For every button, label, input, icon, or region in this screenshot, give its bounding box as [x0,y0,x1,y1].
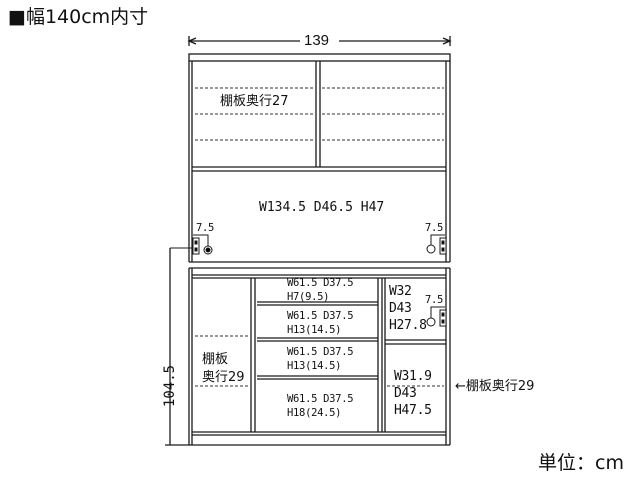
lower-height-dimension: 104.5 [162,364,178,408]
drawer-3-size: W61.5 D37.5 H13(14.5) [287,345,354,373]
right-shelf-depth-callout: ←棚板奥行29 [455,379,535,394]
right-lower-width: W31.9 [394,369,432,384]
drawer-1-line2: H7(9.5) [287,291,330,303]
right-lower-depth: D43 [394,386,417,401]
right-upper-width: W32 [389,284,412,299]
right-upper-height: H27.8 [389,318,427,333]
drawer-2-size: W61.5 D37.5 H13(14.5) [287,309,354,337]
drawer-4-line1: W61.5 D37.5 [287,393,354,405]
right-lower-size: W31.9 D43 H47.5 [394,368,432,419]
unit-label: 単位：cm [538,452,624,474]
drawer-2-line2: H13(14.5) [287,324,342,336]
right-upper-depth: D43 [389,301,412,316]
drawer-3-line2: H13(14.5) [287,360,342,372]
lower-left-shelf-label-1: 棚板 [202,352,229,367]
upper-shelf-depth-label: 棚板奥行27 [220,94,289,109]
drawer-2-line1: W61.5 D37.5 [287,310,354,322]
page-title: ■幅140cm内寸 [8,6,149,28]
drawer-1-size: W61.5 D37.5 H7(9.5) [287,276,354,304]
pin-offset-left: 7.5 [196,222,215,234]
drawer-3-line1: W61.5 D37.5 [287,346,354,358]
overall-width-dimension: 139 [301,33,333,49]
right-upper-size: W32 D43 H27.8 [389,283,427,334]
open-space-dimensions: W134.5 D46.5 H47 [259,200,385,215]
lower-left-shelf-label-2: 奥行29 [202,370,245,385]
drawer-4-size: W61.5 D37.5 H18(24.5) [287,392,354,420]
pin-offset-right: 7.5 [425,222,444,234]
drawer-1-line1: W61.5 D37.5 [287,277,354,289]
right-lower-height: H47.5 [394,403,432,418]
pin-offset-lower-right: 7.5 [425,294,444,306]
drawer-4-line2: H18(24.5) [287,407,342,419]
